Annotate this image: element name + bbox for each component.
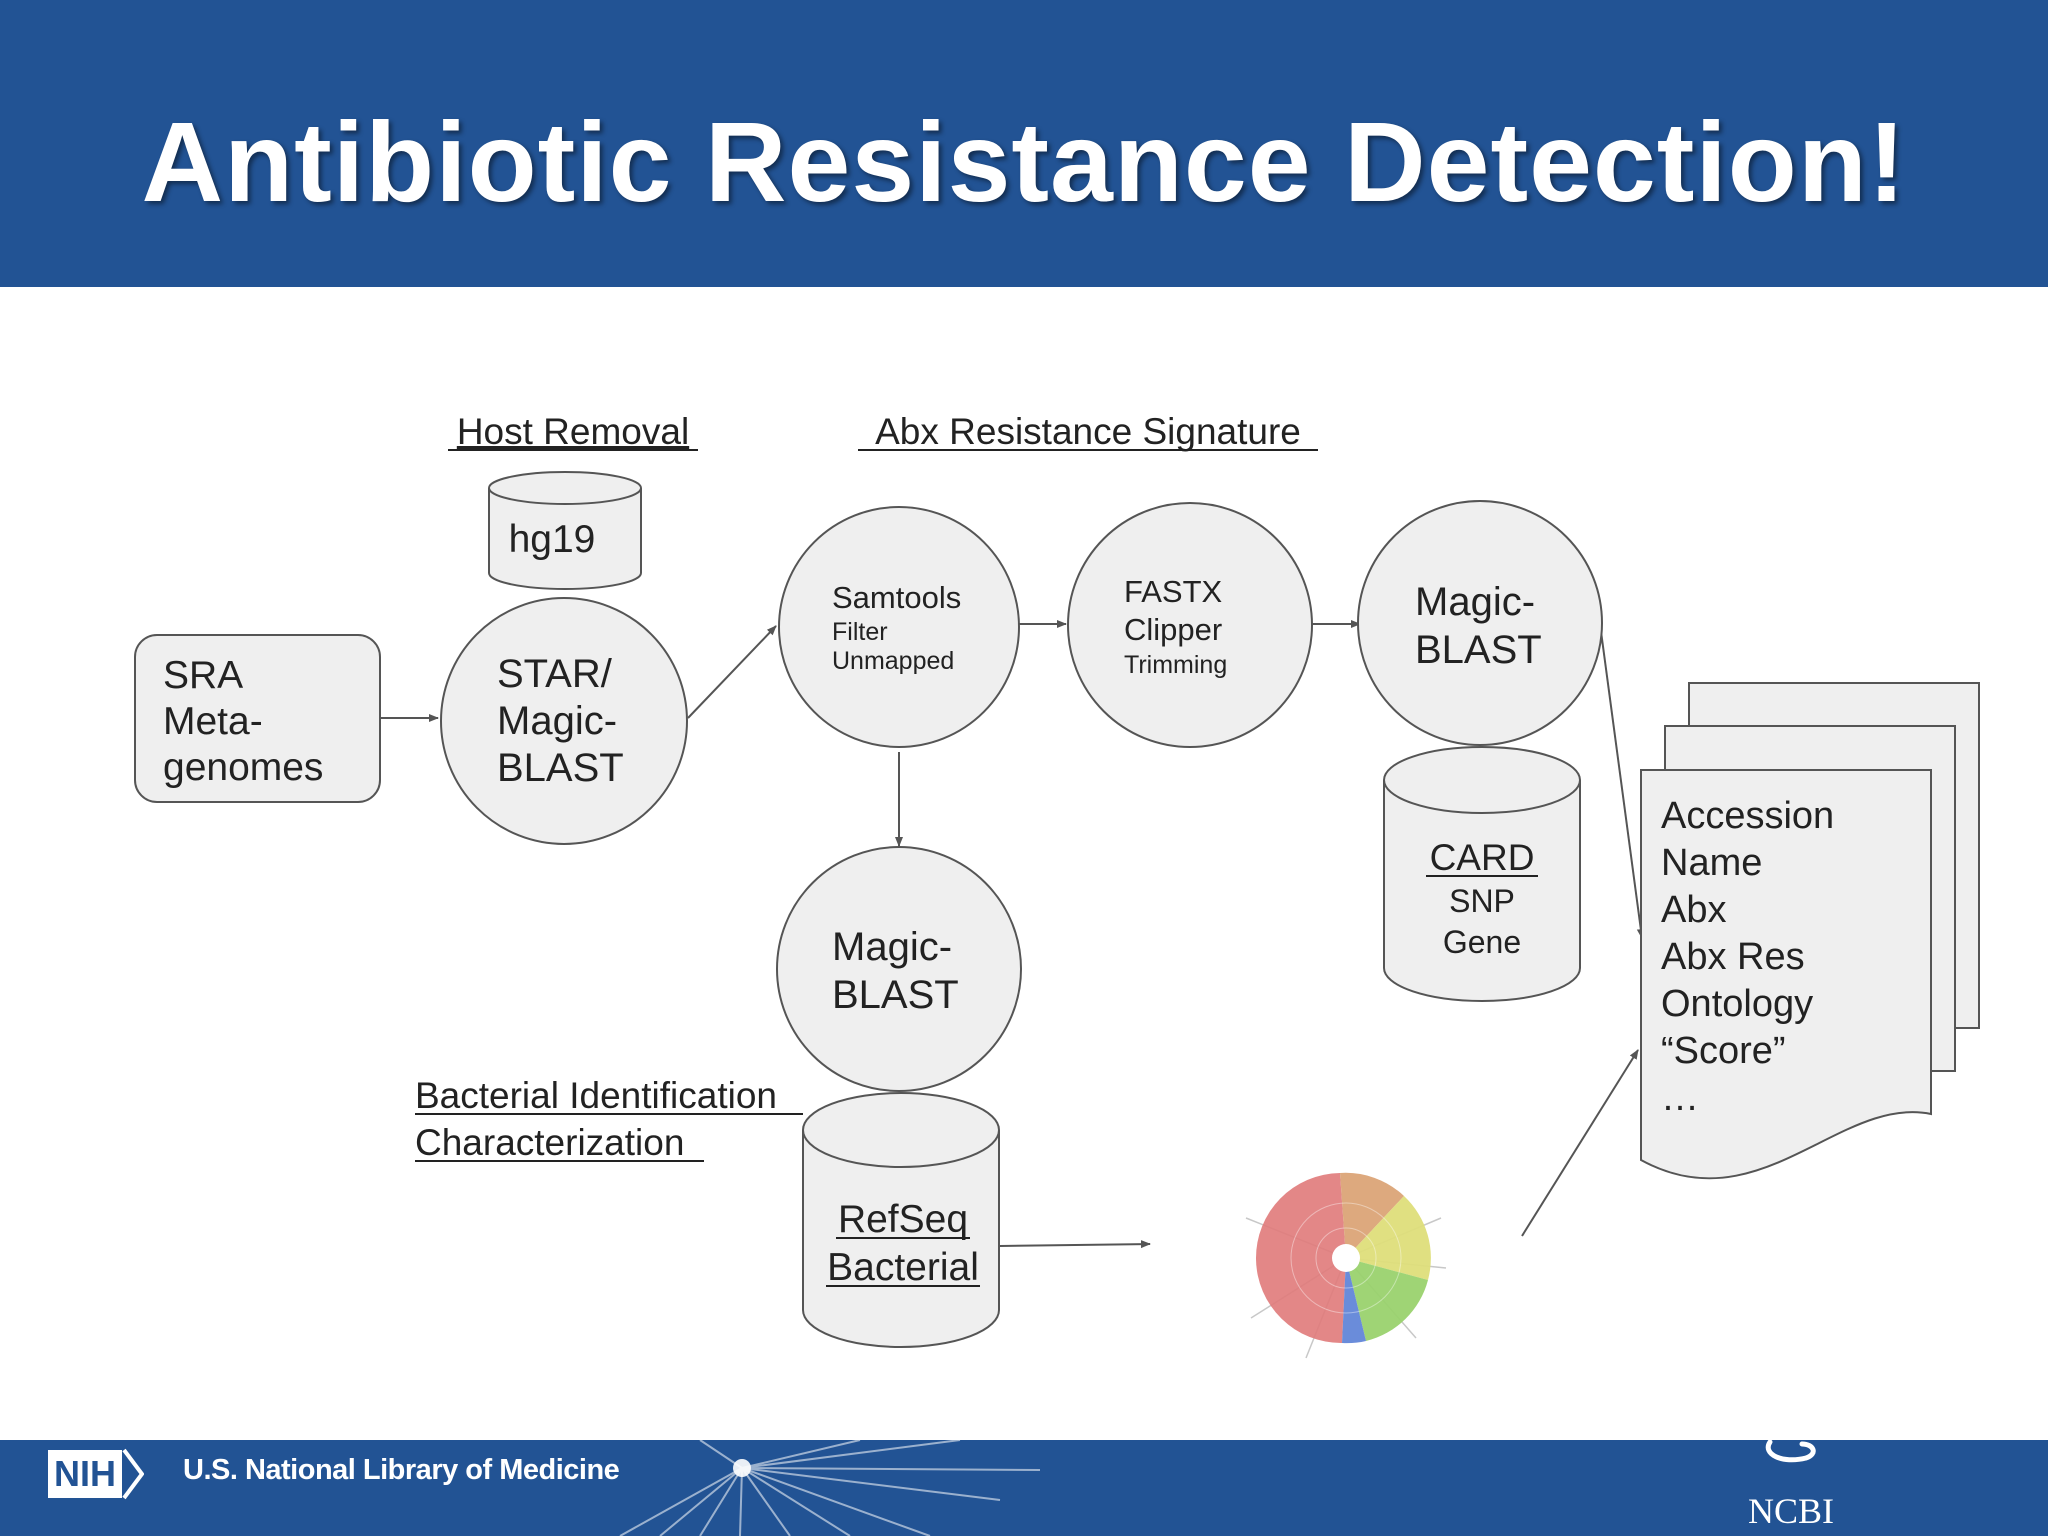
fastx-line-2: Clipper: [1124, 612, 1222, 647]
ncbi-label: NCBI: [1748, 1491, 1835, 1531]
magicblast-bact-line-1: Magic-: [832, 925, 952, 969]
report-ellipsis: …: [1661, 1077, 1699, 1119]
refseq-database: RefSeq Bacterial: [802, 1092, 1000, 1348]
magicblast-abx-line-1: Magic-: [1415, 580, 1535, 624]
star-magicblast-node: STAR/ Magic- BLAST: [440, 597, 688, 845]
edge-sunburst-to-report: [1521, 1049, 1639, 1237]
ncbi-logo-icon: [1765, 1440, 1816, 1463]
magicblast-abx-line-2: BLAST: [1415, 628, 1542, 672]
slide-title: Antibiotic Resistance Detection!: [141, 99, 1907, 225]
sra-line-3: genomes: [163, 746, 323, 789]
magicblast-bact-line-2: BLAST: [832, 973, 959, 1017]
refseq-line-2: Bacterial: [827, 1246, 979, 1289]
card-gene: Gene: [1443, 924, 1521, 960]
fastx-sub: Trimming: [1124, 651, 1227, 679]
fastx-line-1: FASTX: [1124, 574, 1223, 609]
host-removal-label: Host Removal: [457, 411, 689, 452]
magicblast-bacterial-node: Magic- BLAST: [776, 846, 1022, 1092]
report-document-stack: Accession Name Abx Abx Res Ontology “Sco…: [1640, 682, 1980, 1180]
nih-chevron-icon: [122, 1448, 144, 1500]
samtools-node: Samtools Filter Unmapped: [778, 506, 1020, 748]
report-abx: Abx: [1661, 889, 1726, 931]
star-line-1: STAR/: [497, 652, 613, 696]
report-score: “Score”: [1661, 1030, 1786, 1072]
edge-star-to-samtools: [687, 625, 777, 719]
hg19-label: hg19: [509, 518, 596, 561]
star-line-2: Magic-: [497, 699, 617, 743]
edge-refseq-to-sunburst: [999, 1240, 1151, 1249]
card-label: CARD: [1430, 837, 1535, 878]
bacterial-label-line-1: Bacterial Identification: [415, 1075, 777, 1116]
title-banner: Antibiotic Resistance Detection!: [0, 0, 2048, 287]
star-line-3: BLAST: [497, 746, 624, 790]
nlm-label: U.S. National Library of Medicine: [183, 1454, 620, 1486]
fastx-clipper-node: FASTX Clipper Trimming: [1067, 502, 1313, 748]
nih-logo: NIH: [48, 1448, 144, 1500]
sunburst-chart-icon: [1245, 1172, 1447, 1359]
footer-banner: NIH U.S. National Library of Medicine NC…: [0, 1440, 2048, 1536]
nih-badge: NIH: [48, 1450, 122, 1498]
card-database: CARD SNP Gene: [1383, 746, 1581, 1002]
report-abx-res: Abx Res: [1661, 936, 1805, 978]
hg19-database: hg19: [488, 471, 642, 590]
samtools-label: Samtools: [832, 580, 961, 615]
card-snp: SNP: [1449, 883, 1515, 919]
sra-metagenomes-node: SRA Meta- genomes: [134, 634, 381, 803]
sra-line-1: SRA: [163, 654, 243, 697]
report-name: Name: [1661, 842, 1762, 884]
refseq-line-1: RefSeq: [838, 1198, 968, 1241]
edge-magicblast-to-report: [1599, 623, 1645, 939]
report-accession: Accession: [1661, 795, 1834, 837]
samtools-sub-1: Filter: [832, 618, 888, 646]
bacterial-label-line-2: Characterization: [415, 1122, 684, 1163]
pipeline-diagram: Host Removal Abx Resistance Signature SR…: [134, 411, 1980, 1359]
report-ontology: Ontology: [1661, 983, 1813, 1025]
samtools-sub-2: Unmapped: [832, 647, 954, 675]
starburst-graphic: [619, 1440, 1041, 1536]
sra-line-2: Meta-: [163, 700, 263, 743]
magicblast-abx-node: Magic- BLAST: [1357, 500, 1603, 746]
abx-signature-label: Abx Resistance Signature: [875, 411, 1301, 452]
